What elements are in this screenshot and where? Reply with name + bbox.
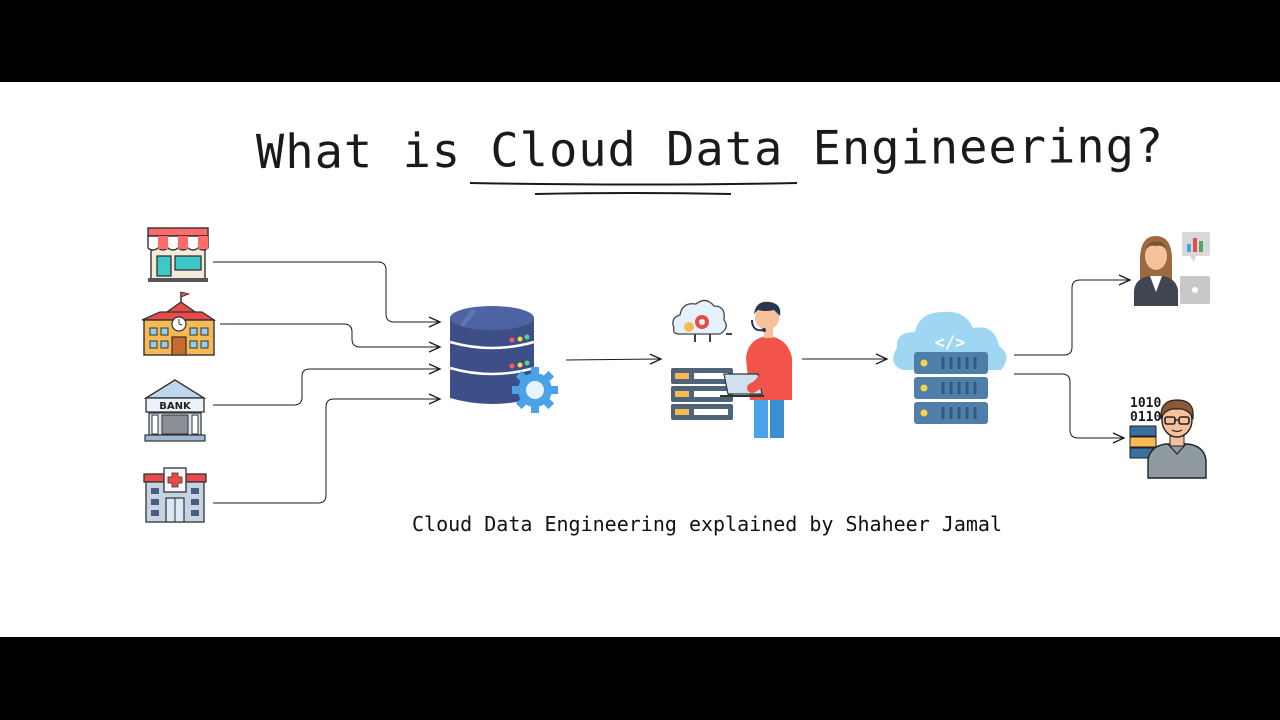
data-engineer-laptop-icon — [671, 299, 792, 438]
diagram-svg: BANK — [141, 182, 1210, 523]
developer-icon: 1010 0110 — [1129, 396, 1207, 479]
connector-cloud-analyst — [1014, 274, 1132, 356]
title-suffix: Engineering? — [783, 118, 1165, 177]
diagram-canvas: BANK — [0, 82, 1280, 637]
cloud-server-icon: </> — [893, 311, 1007, 424]
gear-icon — [512, 367, 558, 413]
pipeline-connectors — [565, 274, 1132, 444]
title-underline — [469, 182, 798, 195]
binary-line-2: 0110 — [1130, 410, 1161, 425]
hospital-icon — [143, 467, 207, 523]
letterbox-top — [0, 0, 1280, 82]
page-title: What is Cloud Data Engineering? — [256, 119, 1165, 180]
connector-shop — [213, 261, 442, 328]
database-gear-icon — [449, 306, 558, 413]
connector-hospital — [213, 393, 442, 504]
title-highlight: Cloud Data — [490, 121, 784, 179]
connector-cloud-developer — [1014, 373, 1126, 444]
bank-sign-text: BANK — [159, 401, 192, 412]
connector-bank — [213, 363, 442, 406]
source-connectors — [213, 261, 442, 504]
letterbox-bottom — [0, 637, 1280, 720]
bank-icon: BANK — [143, 379, 207, 442]
svg-text:</>: </> — [935, 333, 966, 353]
school-icon — [141, 291, 217, 356]
caption: Cloud Data Engineering explained by Shah… — [412, 512, 1003, 536]
connector-db-engineer — [565, 353, 663, 365]
binary-line-1: 1010 — [1130, 396, 1161, 411]
shop-icon — [147, 227, 209, 282]
connector-school — [220, 323, 442, 353]
title-prefix: What is — [255, 123, 491, 181]
business-analyst-icon — [1134, 232, 1210, 306]
